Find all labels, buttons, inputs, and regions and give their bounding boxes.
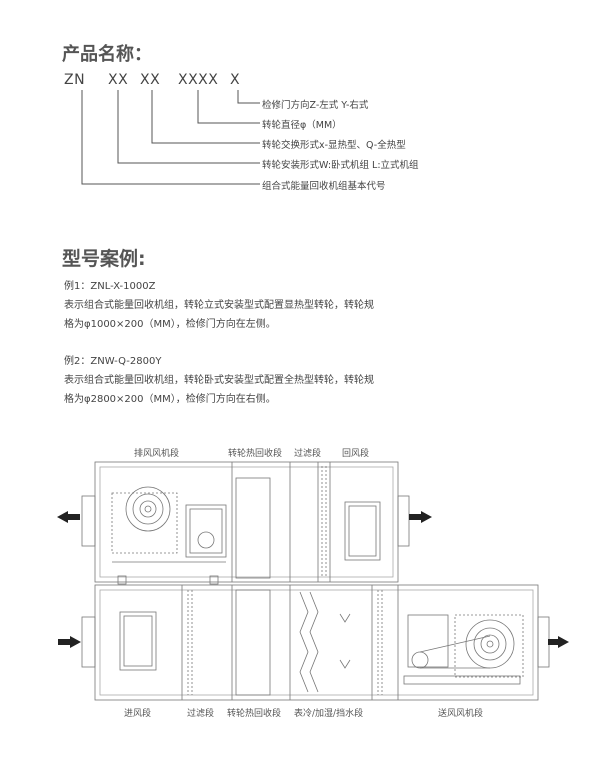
example1-line2: 格为φ1000×200（MM），检修门方向在左侧。	[64, 319, 276, 330]
legend-mount-type: 转轮安装形式W:卧式机组 L:立式机组	[262, 160, 419, 171]
example2-label: 例2：ZNW-Q-2800Y	[64, 356, 162, 367]
code-part-diameter: XXXX	[178, 72, 219, 88]
code-part-exchange: XX	[140, 72, 161, 88]
label-return-air-section: 回风段	[342, 449, 370, 459]
legend-door-direction: 检修门方向Z-左式 Y-右式	[262, 100, 369, 111]
legend-wheel-diameter: 转轮直径φ（MM）	[262, 120, 342, 131]
example2-line2: 格为φ2800×200（MM），检修门方向在右侧。	[64, 394, 276, 405]
legend-exchange-type: 转轮交换形式x-显热型、Q-全热型	[262, 140, 406, 151]
examples-title: 型号案例:	[62, 248, 146, 270]
code-part-door: X	[230, 72, 241, 88]
legend-base-code: 组合式能量回收机组基本代号	[262, 181, 386, 192]
label-wheel-recovery-bottom: 转轮热回收段	[227, 709, 282, 719]
label-supply-fan-section: 送风风机段	[438, 709, 484, 719]
label-coil-humidify-eliminator: 表冷/加湿/挡水段	[294, 709, 364, 719]
label-wheel-recovery-top: 转轮热回收段	[228, 449, 283, 459]
example2-line1: 表示组合式能量回收机组，转轮卧式安装型式配置全热型转轮，转轮规	[64, 375, 374, 386]
code-part-mount: XX	[108, 72, 129, 88]
example1-line1: 表示组合式能量回收机组，转轮立式安装型式配置显热型转轮，转轮规	[64, 300, 374, 311]
example1-label: 例1：ZNL-X-1000Z	[64, 281, 156, 292]
label-intake-section: 进风段	[124, 709, 152, 719]
label-exhaust-fan-section: 排风风机段	[134, 449, 180, 459]
label-filter-bottom: 过滤段	[187, 709, 215, 719]
code-part-zn: ZN	[64, 72, 86, 88]
label-filter-top: 过滤段	[294, 449, 322, 459]
page-title: 产品名称：	[62, 44, 152, 65]
